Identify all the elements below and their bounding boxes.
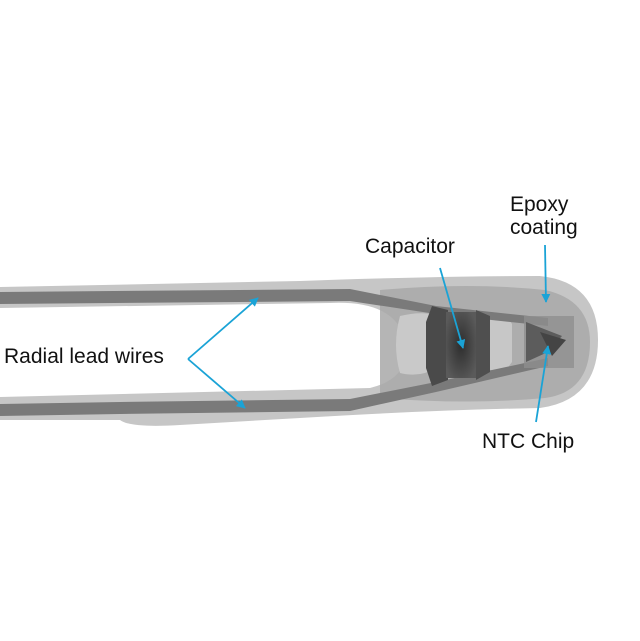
ntc-chip bbox=[524, 316, 574, 368]
label-epoxy-coating: Epoxy coating bbox=[510, 193, 578, 239]
label-capacitor: Capacitor bbox=[365, 235, 455, 258]
capacitor-body bbox=[426, 306, 490, 386]
annotation-arrows bbox=[187, 244, 552, 423]
arrow-capacitor bbox=[439, 267, 466, 349]
lead-wires bbox=[0, 289, 548, 416]
arrow-ntc bbox=[535, 345, 552, 423]
label-ntc-chip: NTC Chip bbox=[482, 430, 575, 453]
arrow-radial-top bbox=[187, 297, 259, 360]
arrow-radial-bottom bbox=[187, 358, 246, 409]
label-radial-lead-wires: Radial lead wires bbox=[4, 345, 164, 368]
arrow-epoxy bbox=[541, 244, 551, 303]
